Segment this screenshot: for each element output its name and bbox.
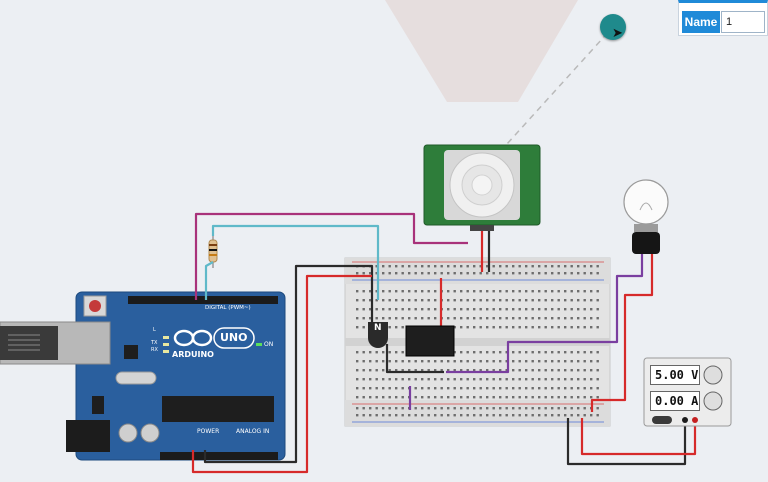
wire-cyan-short bbox=[204, 261, 214, 300]
arduino-model-text: UNO bbox=[220, 331, 248, 344]
properties-panel: Name 1 bbox=[678, 0, 768, 36]
rx-label: RX bbox=[151, 347, 158, 353]
name-label: Name bbox=[682, 11, 720, 33]
wire-red-psu bbox=[580, 418, 697, 456]
current-display: 0.00 A bbox=[650, 391, 700, 411]
relay[interactable] bbox=[405, 325, 455, 357]
power-label: POWER bbox=[197, 428, 220, 435]
light-bulb[interactable] bbox=[623, 179, 669, 254]
wire-cyan bbox=[211, 224, 380, 300]
cursor-icon: ➤ bbox=[612, 25, 623, 40]
pir-detection-zone bbox=[385, 0, 578, 102]
pir-target-handle[interactable] bbox=[600, 14, 626, 40]
wire-red-1 bbox=[191, 274, 372, 474]
transistor[interactable] bbox=[368, 322, 388, 348]
l-label: L bbox=[153, 327, 156, 333]
on-label: ON bbox=[264, 341, 274, 348]
arduino-board[interactable] bbox=[0, 291, 286, 461]
wire-magenta bbox=[194, 212, 468, 300]
arduino-logo-text: ARDUINO bbox=[172, 350, 214, 359]
analog-label: ANALOG IN bbox=[236, 428, 270, 435]
wire-purple bbox=[446, 254, 644, 374]
voltage-display: 5.00 V bbox=[650, 365, 700, 385]
transistor-label: N bbox=[374, 323, 382, 333]
wire-red-lamp bbox=[590, 254, 654, 412]
tx-label: TX bbox=[151, 340, 158, 346]
wire-black-psu bbox=[566, 418, 687, 466]
digital-label: DIGITAL (PWM~) bbox=[205, 305, 251, 311]
pir-sensor[interactable] bbox=[423, 144, 541, 231]
wire-black-2 bbox=[385, 344, 444, 374]
name-input[interactable]: 1 bbox=[721, 11, 765, 33]
